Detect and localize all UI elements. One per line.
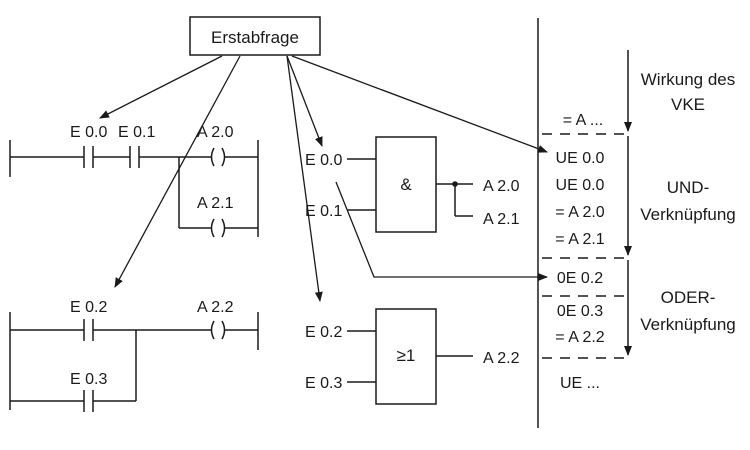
arrow-to-or-gate: [286, 55, 323, 302]
stl-line-5: = A 2.1: [555, 231, 604, 248]
and-input-e00: E 0.0: [305, 152, 342, 169]
arrow-e01-to-stl-or: [335, 181, 548, 281]
ladder-coil-a20-label: A 2.0: [197, 124, 234, 141]
or-label-line1: ODER-: [661, 288, 716, 307]
ladder-contact-e03-label: E 0.3: [70, 371, 107, 388]
stl-line-6: 0E 0.2: [557, 270, 603, 287]
ladder-coil-a22-label: A 2.2: [197, 299, 234, 316]
ladder-contact-e02-label: E 0.2: [70, 299, 107, 316]
coil-a22-left: [210, 320, 215, 340]
coil-a20-left: [210, 147, 215, 167]
ladder-contact-e00-label: E 0.0: [70, 124, 107, 141]
stl-line-3: UE 0.0: [556, 177, 605, 194]
arrow-to-and-gate: [286, 55, 323, 147]
effect-label-line1: Wirkung des: [641, 70, 735, 89]
ladder-or: E 0.2 E 0.3 A 2.2: [9, 299, 259, 412]
and-output-a21: A 2.1: [483, 211, 520, 228]
fbd-or-gate: ≥1 E 0.2 E 0.3 A 2.2: [305, 308, 520, 405]
and-gate-box: [375, 136, 437, 233]
arrow-to-ladder-and: [99, 55, 223, 119]
or-input-e03: E 0.3: [305, 375, 342, 392]
and-label-line1: UND-: [667, 178, 710, 197]
stl-column: = A ... UE 0.0 UE 0.0 = A 2.0 = A 2.1 0E…: [537, 18, 628, 428]
vke-annotations: Wirkung des VKE UND- Verknüpfung ODER- V…: [624, 50, 736, 356]
stl-line-4: = A 2.0: [555, 204, 604, 221]
or-label-line2: Verknüpfung: [640, 315, 735, 334]
ladder-contact-e01-label: E 0.1: [118, 124, 155, 141]
effect-label-line2: VKE: [671, 95, 705, 114]
title-label: Erstabfrage: [211, 28, 299, 47]
arrow-to-ladder-or: [114, 55, 241, 288]
and-output-a20: A 2.0: [483, 178, 520, 195]
arrow-to-stl-ue: [291, 55, 548, 153]
title-box: [189, 16, 321, 56]
title-arrows: [99, 55, 548, 302]
stl-line-9: UE ...: [560, 375, 600, 392]
coil-a21-left: [210, 218, 215, 238]
stl-line-7: 0E 0.3: [557, 303, 603, 320]
and-gate-symbol: &: [400, 175, 412, 194]
or-output-a22: A 2.2: [483, 350, 520, 367]
ladder-coil-a21-label: A 2.1: [197, 195, 234, 212]
ladder-and: E 0.0 E 0.1 A 2.0 A 2.1: [9, 124, 259, 238]
or-input-e02: E 0.2: [305, 324, 342, 341]
fbd-and-gate: & E 0.0 E 0.1 A 2.0 A 2.1: [305, 136, 520, 233]
stl-line-8: = A 2.2: [555, 329, 604, 346]
stl-line-1: = A ...: [563, 112, 603, 129]
and-label-line2: Verknüpfung: [640, 205, 735, 224]
and-input-e01: E 0.1: [305, 203, 342, 220]
stl-line-2: UE 0.0: [556, 150, 605, 167]
or-gate-symbol: ≥1: [397, 346, 416, 365]
